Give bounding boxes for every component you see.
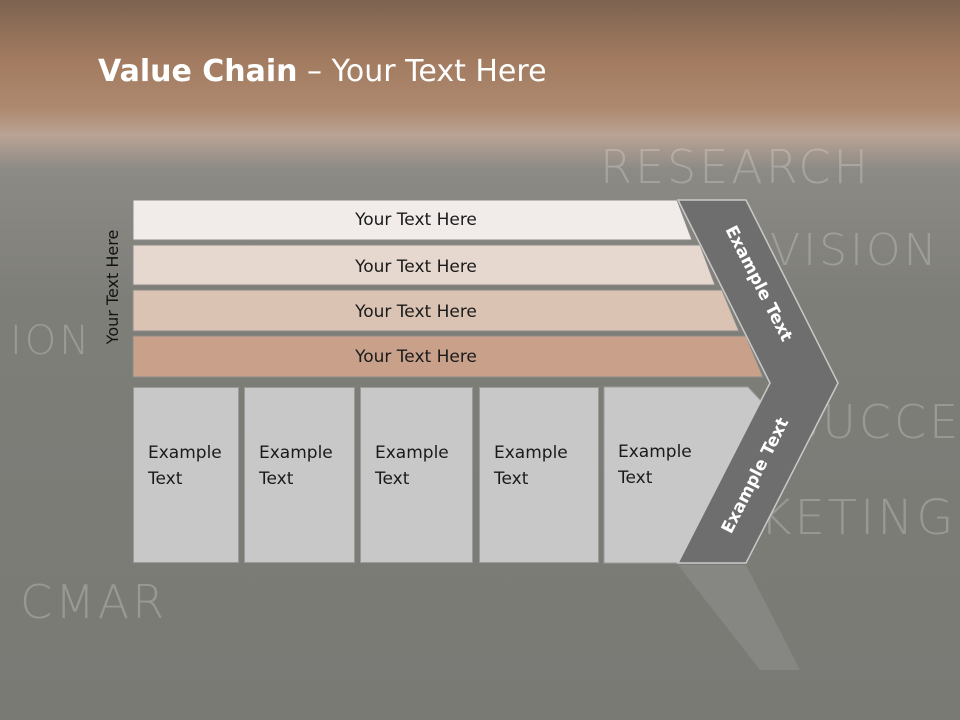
- bg-word-research: RESEARCH: [600, 140, 872, 194]
- bg-word-ion: ION: [10, 318, 93, 364]
- title-rest: – Your Text Here: [297, 54, 547, 89]
- slide-title: Value Chain – Your Text Here: [98, 54, 547, 89]
- box-1-line2: Text: [148, 469, 183, 489]
- bar-3-label: Your Text Here: [354, 302, 477, 322]
- box-5-line1: Example: [618, 442, 692, 462]
- example-box-5-text: Example Text: [604, 387, 734, 563]
- bg-word-vision: VISION: [770, 225, 940, 276]
- box-reflection-1: [133, 564, 239, 684]
- box-2-line1: Example: [259, 443, 333, 463]
- example-box-3: Example Text: [360, 387, 473, 563]
- box-3-line1: Example: [375, 443, 449, 463]
- chevron-arrow: [676, 199, 839, 564]
- box-4-line1: Example: [494, 443, 568, 463]
- bar-4: [132, 335, 764, 378]
- bar-2-label: Your Text Here: [354, 257, 477, 277]
- box-5-line2: Text: [618, 468, 653, 488]
- bar-2: [132, 244, 716, 286]
- bar-1-label: Your Text Here: [354, 210, 477, 230]
- box-3-line2: Text: [375, 469, 410, 489]
- box-reflection-2: [244, 564, 355, 684]
- title-bold: Value Chain: [98, 54, 298, 89]
- example-box-2: Example Text: [244, 387, 355, 563]
- example-box-4: Example Text: [479, 387, 599, 563]
- bar-1: [132, 199, 693, 241]
- box-2-line2: Text: [259, 469, 294, 489]
- example-box-1: Example Text: [133, 387, 239, 563]
- box-1-line1: Example: [148, 443, 222, 463]
- bar-4-label: Your Text Here: [354, 347, 477, 367]
- chevron-reflection: [678, 565, 800, 670]
- box-reflection-3: [360, 564, 473, 684]
- box-4-line2: Text: [494, 469, 529, 489]
- box-reflection-5: [604, 564, 748, 684]
- bg-word-cmar: CMAR: [20, 575, 168, 629]
- bg-word-keting: KETING: [760, 490, 957, 546]
- box-reflection-4: [479, 564, 599, 684]
- bar-3: [132, 289, 740, 332]
